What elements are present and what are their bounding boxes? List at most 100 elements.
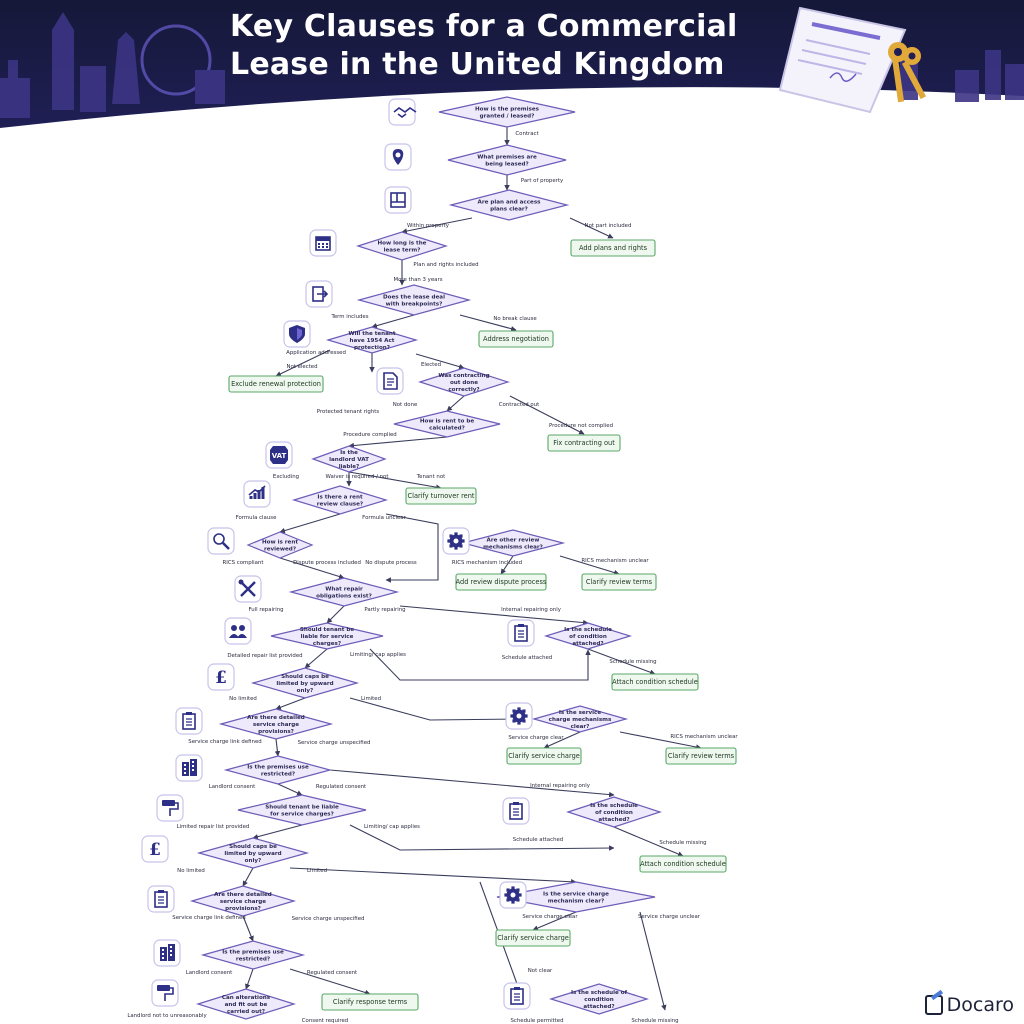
connector-arrow	[329, 769, 615, 798]
edge-label: Landlord consent	[209, 784, 256, 790]
connector-arrow	[569, 217, 614, 239]
decision-diamond	[237, 794, 367, 826]
svg-text:VAT: VAT	[272, 452, 287, 460]
action-text: Exclude renewal protection	[231, 380, 321, 388]
edge-label: Procedure not complied	[549, 423, 613, 429]
edge-label: Limited	[307, 868, 327, 874]
action-text: Clarify review terms	[586, 578, 653, 586]
paint-roller-icon	[156, 794, 184, 822]
connector-arrow	[399, 605, 589, 626]
edge-label: Waiver is required / not	[326, 474, 389, 480]
edge-label: Internal repairing only	[501, 607, 562, 613]
edge-label: Limited	[361, 696, 381, 702]
clipboard-icon	[175, 707, 203, 735]
connector-arrow	[326, 605, 345, 624]
decision-diamond	[356, 231, 448, 261]
header-banner	[0, 0, 1024, 128]
edge-label: Internal repairing only	[530, 783, 591, 789]
document-icon	[376, 367, 404, 395]
decision-diamond	[291, 485, 389, 515]
action-box: Clarify service charge	[506, 747, 582, 765]
connector-arrow	[509, 395, 585, 435]
exit-door-icon	[305, 280, 333, 308]
bar-chart-icon	[243, 480, 271, 508]
edge-label: Limiting/ cap applies	[364, 824, 420, 830]
connector-arrow	[587, 648, 656, 675]
edge-label: Consent required	[302, 1018, 348, 1024]
svg-text:£: £	[215, 668, 227, 688]
decision-diamond	[543, 622, 633, 650]
action-box: Exclude renewal protection	[228, 375, 324, 393]
edge-label: Not done	[393, 402, 418, 408]
decision-diamond	[288, 577, 400, 607]
connector-arrow	[349, 824, 615, 851]
action-rect	[478, 330, 554, 348]
edge-label: Limiting/ cap applies	[350, 652, 406, 658]
lease-document-illustration	[778, 6, 907, 114]
edge-label: Regulated consent	[316, 784, 366, 790]
edge-label: Tenant not	[416, 474, 445, 480]
edge-label: Within property	[407, 223, 450, 229]
edge-label: Service charge link defined	[188, 739, 261, 745]
keys-icon	[888, 42, 927, 103]
edge-label: Schedule permitted	[510, 1018, 563, 1024]
edge-label: More than 3 years	[393, 277, 442, 283]
connector-arrow	[369, 648, 591, 681]
edge-label: Full repairing	[248, 607, 283, 613]
action-rect	[611, 673, 699, 691]
connector-arrow	[252, 824, 303, 840]
decision-diamond	[531, 705, 629, 733]
action-rect	[570, 239, 656, 257]
edge-label: No limited	[177, 868, 205, 874]
connector-arrow	[446, 395, 465, 412]
edge-label: Regulated consent	[307, 970, 357, 976]
edge-label: Contracted out	[499, 402, 539, 408]
gear-icon	[499, 881, 527, 909]
action-text: Clarify service charge	[508, 752, 580, 760]
brand-name: Docaro	[946, 994, 1014, 1016]
action-text: Address negotiation	[483, 335, 549, 343]
edge-label: Plan and rights included	[413, 262, 478, 268]
tools-icon	[234, 575, 262, 603]
decision-diamond	[566, 796, 662, 828]
action-rect	[321, 993, 419, 1011]
connector-arrow	[242, 915, 254, 942]
svg-text:£: £	[149, 840, 161, 860]
page-title: Key Clauses for a Commercial Lease in th…	[230, 8, 750, 84]
connector-arrow	[401, 217, 473, 234]
connector-arrow	[415, 353, 465, 370]
action-text: Fix contracting out	[553, 439, 615, 447]
connector-arrow	[613, 826, 684, 857]
connector-arrow	[639, 911, 667, 1011]
edge-label: Schedule missing	[631, 1018, 678, 1024]
decision-diamond	[393, 410, 501, 438]
action-box: Clarify service charge	[495, 929, 571, 947]
decision-diamond	[189, 885, 297, 917]
paint-roller-icon	[151, 979, 179, 1007]
connector-arrow	[371, 314, 415, 329]
clipboard-icon	[507, 619, 535, 647]
